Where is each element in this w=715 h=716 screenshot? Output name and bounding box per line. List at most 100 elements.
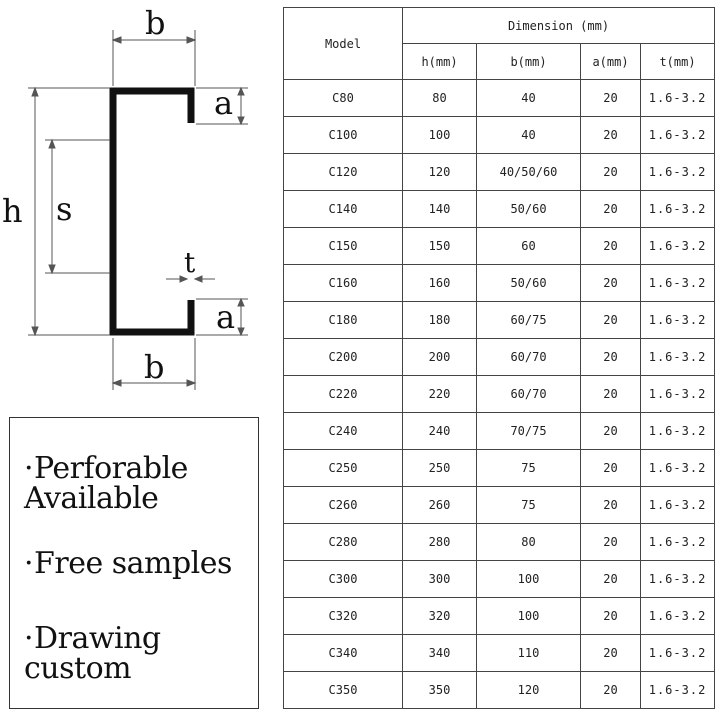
model-cell: C350 <box>283 671 403 709</box>
b-cell: 80 <box>476 523 581 561</box>
model-cell: C180 <box>283 301 403 339</box>
b-top-label: b <box>145 4 165 42</box>
a-cell: 20 <box>580 264 641 302</box>
bullet-dot: · <box>24 451 34 486</box>
b-bottom-label: b <box>144 348 164 386</box>
s-dimension <box>45 138 110 275</box>
b-cell: 50/60 <box>476 190 581 228</box>
feature-drawing: ·Drawing <box>24 624 161 654</box>
h-cell: 150 <box>402 227 477 265</box>
a-cell: 20 <box>580 227 641 265</box>
model-cell: C320 <box>283 597 403 635</box>
t-cell: 1.6-3.2 <box>639 560 715 598</box>
b-bottom-dimension <box>111 338 197 390</box>
t-cell: 1.6-3.2 <box>639 671 715 709</box>
feature-free-samples-line1: Free samples <box>34 546 232 581</box>
a-cell: 20 <box>580 79 641 117</box>
t-cell: 1.6-3.2 <box>639 338 715 376</box>
h-cell: 260 <box>402 486 477 524</box>
c-channel-profile <box>109 87 195 336</box>
t-cell: 1.6-3.2 <box>639 523 715 561</box>
b-cell: 60 <box>476 227 581 265</box>
a-cell: 20 <box>580 449 641 487</box>
a-header: a(mm) <box>580 43 641 80</box>
h-cell: 300 <box>402 560 477 598</box>
feature-perforable-line1: Perforable <box>34 451 188 486</box>
t-cell: 1.6-3.2 <box>639 634 715 672</box>
a-cell: 20 <box>580 190 641 228</box>
h-cell: 320 <box>402 597 477 635</box>
model-cell: C140 <box>283 190 403 228</box>
a-cell: 20 <box>580 301 641 339</box>
model-cell: C340 <box>283 634 403 672</box>
h-label: h <box>2 192 23 230</box>
t-cell: 1.6-3.2 <box>639 449 715 487</box>
b-cell: 40/50/60 <box>476 153 581 191</box>
t-label: t <box>184 246 196 279</box>
b-cell: 70/75 <box>476 412 581 450</box>
specification-table: Model Dimension (mm) h(mm) b(mm) a(mm) t… <box>283 7 715 709</box>
bullet-dot: · <box>24 621 34 656</box>
feature-free-samples: ·Free samples <box>24 549 232 579</box>
t-cell: 1.6-3.2 <box>639 79 715 117</box>
model-cell: C260 <box>283 486 403 524</box>
model-cell: C120 <box>283 153 403 191</box>
model-cell: C300 <box>283 560 403 598</box>
c-channel-diagram: b b h s a a <box>2 4 248 390</box>
b-cell: 50/60 <box>476 264 581 302</box>
b-header: b(mm) <box>476 43 581 80</box>
h-cell: 220 <box>402 375 477 413</box>
h-cell: 100 <box>402 116 477 154</box>
a-cell: 20 <box>580 338 641 376</box>
a-cell: 20 <box>580 116 641 154</box>
b-cell: 40 <box>476 79 581 117</box>
h-cell: 350 <box>402 671 477 709</box>
b-top-dimension <box>111 30 197 86</box>
b-cell: 60/75 <box>476 301 581 339</box>
h-cell: 340 <box>402 634 477 672</box>
h-cell: 160 <box>402 264 477 302</box>
h-cell: 180 <box>402 301 477 339</box>
h-cell: 240 <box>402 412 477 450</box>
t-cell: 1.6-3.2 <box>639 597 715 635</box>
model-cell: C160 <box>283 264 403 302</box>
model-cell: C100 <box>283 116 403 154</box>
t-cell: 1.6-3.2 <box>639 412 715 450</box>
b-cell: 60/70 <box>476 375 581 413</box>
a-cell: 20 <box>580 486 641 524</box>
t-cell: 1.6-3.2 <box>639 190 715 228</box>
model-cell: C220 <box>283 375 403 413</box>
t-cell: 1.6-3.2 <box>639 153 715 191</box>
h-cell: 250 <box>402 449 477 487</box>
t-dimension <box>166 275 215 283</box>
bullet-dot: · <box>24 546 34 581</box>
h-cell: 140 <box>402 190 477 228</box>
dimension-header: Dimension (mm) <box>401 7 715 44</box>
t-cell: 1.6-3.2 <box>639 116 715 154</box>
t-header: t(mm) <box>639 43 715 80</box>
h-cell: 80 <box>402 79 477 117</box>
b-cell: 100 <box>476 560 581 598</box>
h-dimension <box>28 86 110 337</box>
feature-custom: custom <box>24 654 132 684</box>
a-top-dimension <box>196 86 248 126</box>
t-cell: 1.6-3.2 <box>639 264 715 302</box>
b-cell: 40 <box>476 116 581 154</box>
s-label: s <box>56 190 72 228</box>
h-cell: 280 <box>402 523 477 561</box>
model-cell: C80 <box>283 79 403 117</box>
feature-drawing-line1: Drawing <box>34 621 161 656</box>
